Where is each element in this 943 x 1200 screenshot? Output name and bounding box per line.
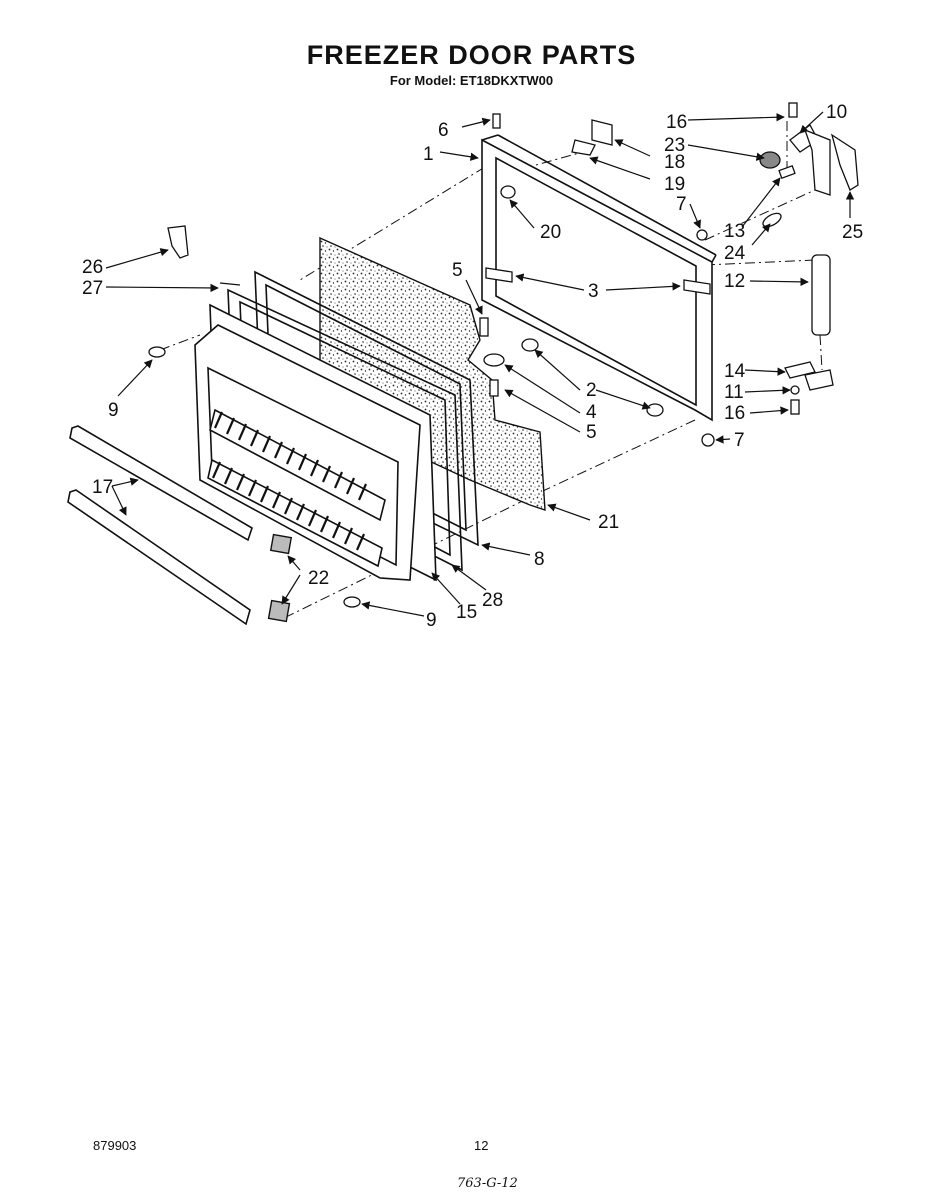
callout-13: 13 bbox=[724, 221, 745, 242]
callout-18: 18 bbox=[664, 152, 685, 173]
callout-24: 24 bbox=[724, 243, 746, 264]
callout-6: 6 bbox=[438, 120, 449, 141]
hardware-pieces bbox=[148, 102, 859, 608]
page-title: FREEZER DOOR PARTS bbox=[306, 40, 637, 70]
callout-labels: 6 1 18 19 20 3 5 2 4 5 21 8 28 15 9 22 1… bbox=[82, 102, 863, 631]
leader-lines bbox=[105, 111, 855, 617]
callout-8: 8 bbox=[534, 549, 545, 570]
shelf-bars-part-17 bbox=[67, 425, 253, 626]
callout-27: 27 bbox=[82, 278, 103, 299]
door-frame-part-1 bbox=[481, 134, 717, 422]
callout-9-bottom: 9 bbox=[426, 610, 437, 631]
callout-7-bottom: 7 bbox=[734, 430, 745, 451]
callout-9-left: 9 bbox=[108, 400, 119, 421]
page-number: 12 bbox=[474, 1138, 489, 1153]
callout-19: 19 bbox=[664, 174, 685, 195]
callout-15: 15 bbox=[456, 602, 477, 623]
callout-23: 23 bbox=[664, 135, 685, 156]
callout-26: 26 bbox=[82, 257, 103, 278]
callout-10: 10 bbox=[826, 102, 847, 123]
handwritten-code: 763-G-12 bbox=[457, 1176, 518, 1191]
callout-28: 28 bbox=[482, 590, 503, 611]
callout-20: 20 bbox=[540, 222, 561, 243]
callout-3: 3 bbox=[588, 281, 599, 302]
end-caps-part-22 bbox=[267, 533, 293, 623]
part-number: 879903 bbox=[93, 1138, 137, 1153]
callout-16-top: 16 bbox=[666, 112, 687, 133]
callout-16-bottom: 16 bbox=[724, 403, 745, 424]
callout-7-top: 7 bbox=[676, 194, 687, 215]
insulation-part-21 bbox=[319, 236, 546, 511]
door-liner-shelves bbox=[194, 324, 421, 581]
callout-17: 17 bbox=[92, 477, 113, 498]
callout-11: 11 bbox=[724, 382, 744, 403]
model-subtitle: For Model: ET18DKXTW00 bbox=[389, 73, 554, 88]
callout-21: 21 bbox=[598, 512, 619, 533]
callout-25: 25 bbox=[842, 222, 863, 243]
callout-14: 14 bbox=[724, 361, 746, 382]
callout-1: 1 bbox=[423, 144, 434, 165]
callout-22: 22 bbox=[308, 568, 329, 589]
callout-4: 4 bbox=[586, 402, 597, 423]
callout-2: 2 bbox=[586, 380, 597, 401]
callout-12: 12 bbox=[724, 271, 745, 292]
shelf-ribs bbox=[211, 411, 368, 551]
callout-5-bottom: 5 bbox=[586, 422, 597, 443]
callout-5-top: 5 bbox=[452, 260, 463, 281]
